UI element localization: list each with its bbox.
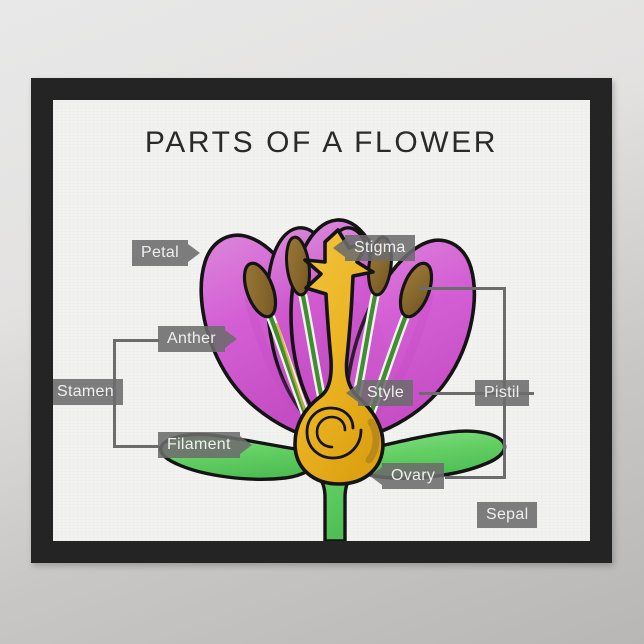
label-style-text: Style — [367, 384, 405, 401]
ovary-pointer-icon — [370, 467, 382, 485]
flower-diagram-illustration — [159, 218, 507, 541]
stamen-bracket-arm-anther — [113, 339, 159, 342]
label-stamen-text: Stamen — [57, 383, 114, 400]
label-petal-text: Petal — [141, 244, 179, 261]
label-sepal[interactable]: Sepal — [477, 502, 538, 528]
label-ovary-text: Ovary — [391, 467, 436, 484]
label-stamen[interactable]: Stamen — [53, 379, 123, 405]
label-pistil[interactable]: Pistil — [475, 380, 529, 406]
label-pistil-text: Pistil — [484, 384, 520, 401]
label-anther-text: Anther — [167, 330, 216, 347]
anther-pointer-icon — [224, 330, 237, 348]
poster-frame: PARTS OF A FLOWER — [31, 78, 612, 563]
style-pointer-icon — [346, 384, 358, 402]
petal-pointer-icon — [187, 244, 200, 262]
label-stigma[interactable]: Stigma — [333, 235, 415, 261]
label-petal[interactable]: Petal — [132, 240, 200, 266]
label-style[interactable]: Style — [346, 380, 414, 406]
pistil-bracket-arm-ovary — [445, 476, 506, 479]
stamen-bracket-arm-filament — [113, 445, 159, 448]
label-sepal-text: Sepal — [486, 506, 529, 523]
label-ovary[interactable]: Ovary — [370, 463, 445, 489]
label-filament[interactable]: Filament — [158, 432, 252, 458]
label-stigma-text: Stigma — [354, 239, 406, 256]
label-filament-text: Filament — [167, 436, 231, 453]
pistil-shape — [293, 228, 385, 486]
filament-pointer-icon — [239, 436, 252, 454]
stigma-pointer-icon — [333, 239, 345, 257]
page-title: PARTS OF A FLOWER — [144, 126, 499, 159]
pistil-bracket-arm-stigma — [419, 287, 506, 290]
poster-canvas: PARTS OF A FLOWER — [53, 100, 590, 541]
label-anther[interactable]: Anther — [158, 326, 237, 352]
